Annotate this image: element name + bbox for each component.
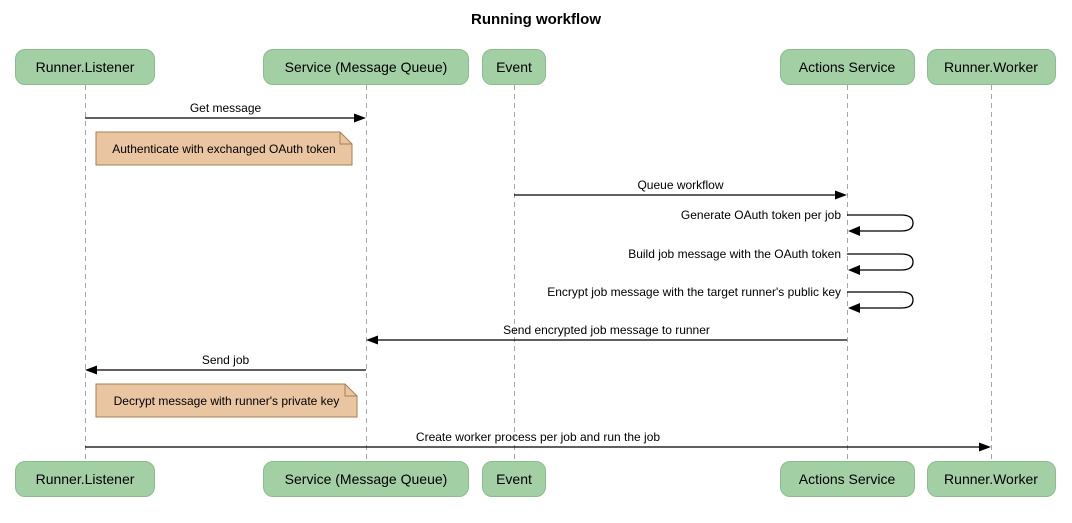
self-loop-arrow-head: [848, 303, 860, 313]
self-loop-arrow-head: [848, 265, 860, 275]
message-arrow-head: [354, 113, 366, 123]
participant-top-service-message-queue: Service (Message Queue): [263, 49, 469, 85]
participant-top-runner-listener: Runner.Listener: [15, 49, 155, 85]
note-shape: [95, 131, 353, 166]
participant-bottom-event: Event: [482, 461, 546, 497]
message-label: Get message: [189, 101, 262, 115]
note-fold: [339, 132, 352, 145]
note-shape: [95, 383, 358, 418]
participant-top-actions-service: Actions Service: [779, 49, 915, 85]
message-label: Create worker process per job and run th…: [415, 430, 661, 444]
self-loop-path: [847, 291, 914, 309]
message-label: Queue workflow: [637, 178, 724, 192]
participant-bottom-service-message-queue: Service (Message Queue): [263, 461, 469, 497]
message-arrow-head: [835, 190, 847, 200]
diagram-title: Running workflow: [471, 11, 601, 28]
participant-top-runner-worker: Runner.Worker: [926, 49, 1056, 85]
participant-bottom-actions-service: Actions Service: [779, 461, 915, 497]
participant-bottom-runner-listener: Runner.Listener: [15, 461, 155, 497]
note-text: Authenticate with exchanged OAuth token: [112, 141, 336, 156]
message-label: Send encrypted job message to runner: [503, 323, 710, 337]
note-fold: [344, 384, 357, 397]
self-loop-arrow-head: [848, 226, 860, 236]
self-message-label: Encrypt job message with the target runn…: [547, 285, 841, 299]
participant-top-event: Event: [482, 49, 546, 85]
message-arrow-head: [85, 365, 97, 375]
self-loop-path: [847, 253, 914, 271]
participant-bottom-runner-worker: Runner.Worker: [926, 461, 1056, 497]
self-message-label: Generate OAuth token per job: [680, 208, 841, 222]
message-arrow-head: [979, 442, 991, 452]
message-label: Send job: [201, 353, 250, 367]
self-message-label: Build job message with the OAuth token: [628, 247, 841, 261]
note-text: Decrypt message with runner's private ke…: [113, 393, 340, 408]
message-arrow-head: [366, 335, 378, 345]
self-loop-path: [847, 214, 914, 232]
